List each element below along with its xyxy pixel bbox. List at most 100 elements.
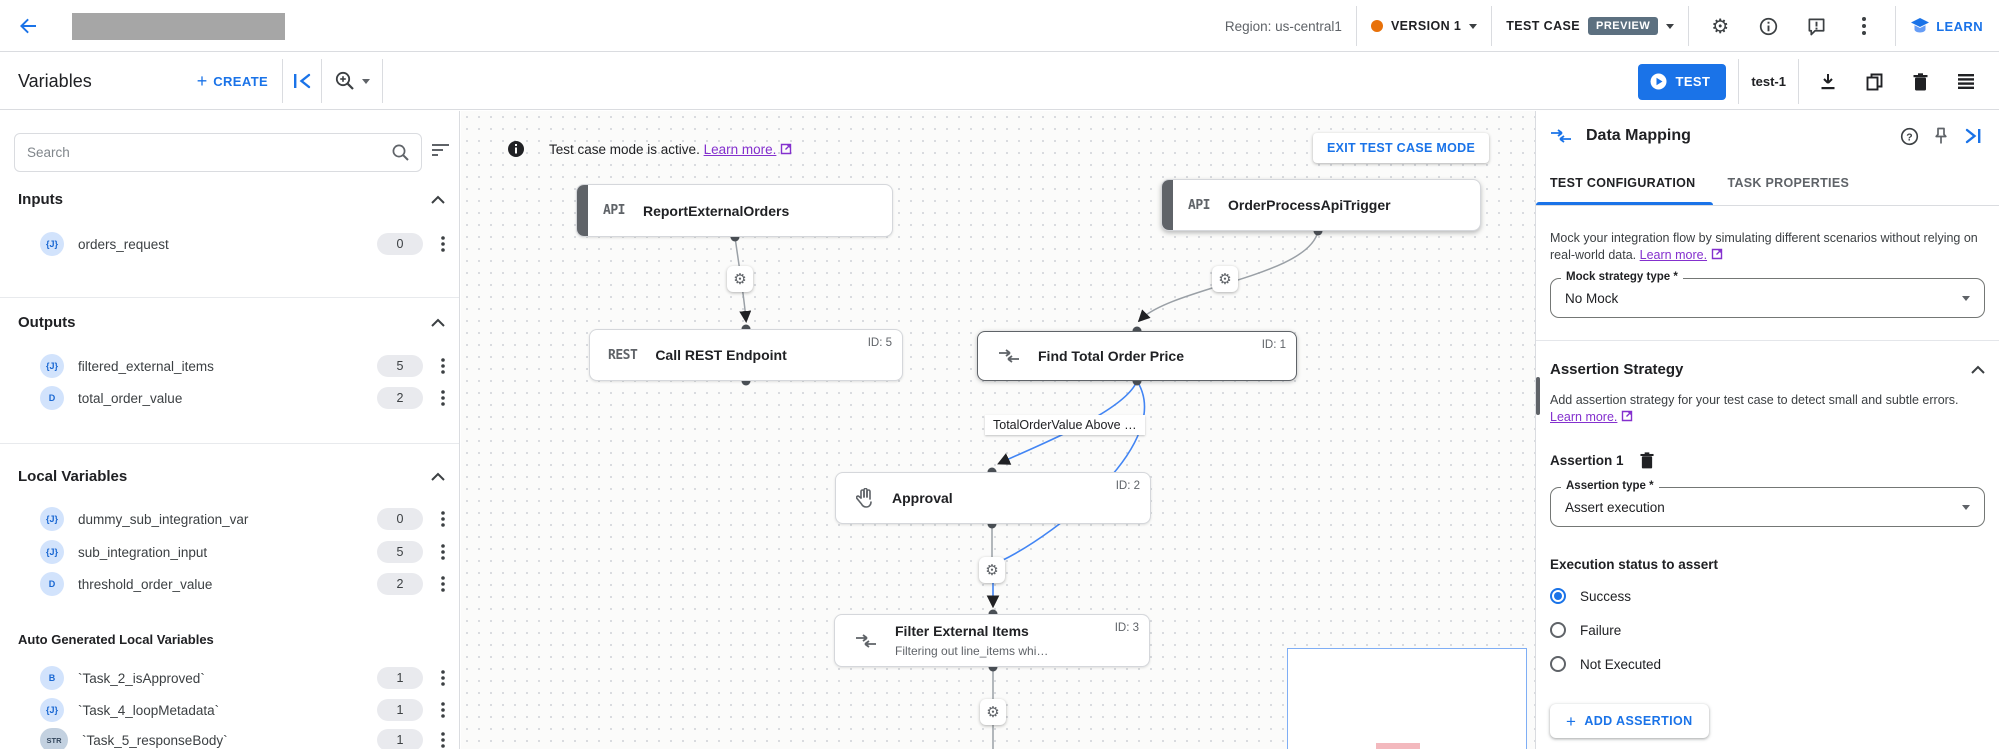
page-title: Variables (18, 70, 92, 91)
node-subtitle: Filtering out line_items whi… (895, 644, 1049, 658)
test-case-name[interactable]: test-1 (1751, 74, 1786, 89)
radio-failure[interactable]: Failure (1550, 620, 1985, 640)
info-button[interactable] (1751, 9, 1785, 43)
version-selector[interactable]: VERSION 1 (1370, 19, 1478, 33)
assertion-learn-more-link[interactable]: Learn more. (1550, 410, 1618, 424)
delete-assertion-button[interactable] (1639, 452, 1654, 469)
section-header-inputs[interactable]: Inputs (18, 191, 445, 208)
version-status-dot (1370, 20, 1383, 32)
chevron-up-icon (1971, 365, 1985, 374)
create-variable-button[interactable]: + CREATE (197, 72, 268, 90)
section-header-auto-generated: Auto Generated Local Variables (18, 632, 445, 647)
variable-menu-button[interactable] (441, 390, 445, 406)
data-mapping-icon (855, 633, 877, 649)
learn-button[interactable]: LEARN (1910, 17, 1983, 35)
sort-button[interactable] (432, 143, 450, 162)
usage-count-badge: 0 (377, 233, 423, 255)
section-header-local-variables[interactable]: Local Variables (18, 468, 445, 485)
tab-task-properties[interactable]: TASK PROPERTIES (1727, 176, 1850, 190)
info-icon (507, 140, 525, 158)
variable-menu-button[interactable] (441, 732, 445, 748)
variable-menu-button[interactable] (441, 702, 445, 718)
variable-row[interactable]: B `Task_2_isApproved` 1 (40, 663, 445, 693)
usage-count-badge: 1 (377, 729, 423, 749)
variable-menu-button[interactable] (441, 670, 445, 686)
exit-test-case-mode-button[interactable]: EXIT TEST CASE MODE (1313, 133, 1490, 163)
variable-row[interactable]: STR `Task_5_responseBody` 1 (40, 725, 445, 749)
chevron-down-icon (1469, 23, 1478, 29)
minimap[interactable] (1287, 648, 1527, 749)
usage-count-badge: 1 (377, 699, 423, 721)
data-mapping-panel: Data Mapping ? TEST CONFIGURATION (1535, 111, 1999, 749)
flow-canvas[interactable]: Test case mode is active. Learn more. EX… (461, 111, 1535, 749)
variable-row[interactable]: {J} orders_request 0 (40, 229, 445, 259)
variable-menu-button[interactable] (441, 544, 445, 560)
variable-menu-button[interactable] (441, 358, 445, 374)
node-filter-external-items[interactable]: Filter External Items Filtering out line… (834, 614, 1150, 667)
variable-menu-button[interactable] (441, 576, 445, 592)
node-call-rest-endpoint[interactable]: REST Call REST Endpoint ID: 5 (589, 329, 903, 381)
edge-gear-icon[interactable]: ⚙ (979, 557, 1005, 583)
variable-row[interactable]: {J} sub_integration_input 5 (40, 537, 445, 567)
kebab-icon (441, 702, 445, 718)
add-assertion-button[interactable]: + ADD ASSERTION (1550, 704, 1709, 738)
variable-row[interactable]: D threshold_order_value 2 (40, 569, 445, 599)
zoom-control[interactable] (324, 64, 380, 98)
chevron-down-icon (361, 78, 370, 84)
banner-learn-more-link[interactable]: Learn more. (703, 141, 777, 157)
svg-text:?: ? (1906, 132, 1912, 143)
node-find-total-order-price[interactable]: Find Total Order Price ID: 1 (977, 331, 1297, 381)
variable-row[interactable]: {J} dummy_sub_integration_var 0 (40, 504, 445, 534)
tab-test-configuration[interactable]: TEST CONFIGURATION (1536, 161, 1714, 205)
node-report-external-orders[interactable]: API ReportExternalOrders (576, 184, 893, 237)
download-button[interactable] (1811, 65, 1845, 99)
feedback-button[interactable] (1799, 9, 1833, 43)
mock-learn-more-link[interactable]: Learn more. (1639, 248, 1708, 262)
edge-condition-label[interactable]: TotalOrderValue Above … (985, 415, 1145, 435)
assertion-strategy-header[interactable]: Assertion Strategy (1550, 361, 1985, 378)
radio-success[interactable]: Success (1550, 586, 1985, 606)
api-trigger-icon: API (603, 203, 625, 218)
settings-button[interactable]: ⚙ (1703, 9, 1737, 43)
variable-row[interactable]: D total_order_value 2 (40, 383, 445, 413)
panel-scrollbar[interactable] (1536, 377, 1540, 415)
test-button[interactable]: TEST (1638, 63, 1727, 100)
test-case-selector[interactable]: TEST CASE PREVIEW (1506, 17, 1675, 35)
divider (1536, 340, 1999, 341)
more-menu-button[interactable] (1847, 9, 1881, 43)
pin-button[interactable] (1925, 120, 1957, 152)
kebab-icon (441, 544, 445, 560)
plus-icon: + (1566, 711, 1577, 731)
node-approval[interactable]: Approval ID: 2 (835, 472, 1151, 524)
divider (0, 443, 459, 444)
log-list-button[interactable] (1949, 65, 1983, 99)
variable-row[interactable]: {J} filtered_external_items 5 (40, 351, 445, 381)
back-button[interactable] (18, 16, 38, 36)
variable-name: sub_integration_input (78, 544, 208, 560)
search-input[interactable] (27, 145, 392, 160)
download-icon (1821, 74, 1835, 90)
variable-menu-button[interactable] (441, 511, 445, 527)
collapse-panel-button[interactable] (1957, 120, 1989, 152)
external-link-icon (1711, 248, 1722, 260)
collapse-sidebar-button[interactable] (285, 64, 319, 98)
radio-not-executed[interactable]: Not Executed (1550, 654, 1985, 674)
edge-gear-icon[interactable]: ⚙ (1212, 266, 1238, 292)
edge-gear-icon[interactable]: ⚙ (727, 266, 753, 292)
feedback-icon (1808, 18, 1825, 35)
variable-menu-button[interactable] (441, 236, 445, 252)
create-label: CREATE (213, 73, 269, 89)
help-icon: ? (1900, 127, 1918, 145)
variable-row[interactable]: {J} `Task_4_loopMetadata` 1 (40, 695, 445, 725)
delete-button[interactable] (1903, 65, 1937, 99)
help-button[interactable]: ? (1893, 120, 1925, 152)
node-order-process-api-trigger[interactable]: API OrderProcessApiTrigger (1161, 179, 1481, 231)
copy-button[interactable] (1857, 65, 1891, 99)
assertion-type-select[interactable]: Assertion type * Assert execution (1550, 480, 1985, 527)
mock-description-text: Mock your integration flow by simulating… (1550, 231, 1978, 262)
edge-gear-icon[interactable]: ⚙ (980, 699, 1006, 725)
region-label: Region: us-central1 (1224, 18, 1342, 34)
mock-strategy-select[interactable]: Mock strategy type * No Mock (1550, 271, 1985, 318)
collapse-right-icon (1965, 128, 1980, 144)
section-header-outputs[interactable]: Outputs (18, 314, 445, 331)
